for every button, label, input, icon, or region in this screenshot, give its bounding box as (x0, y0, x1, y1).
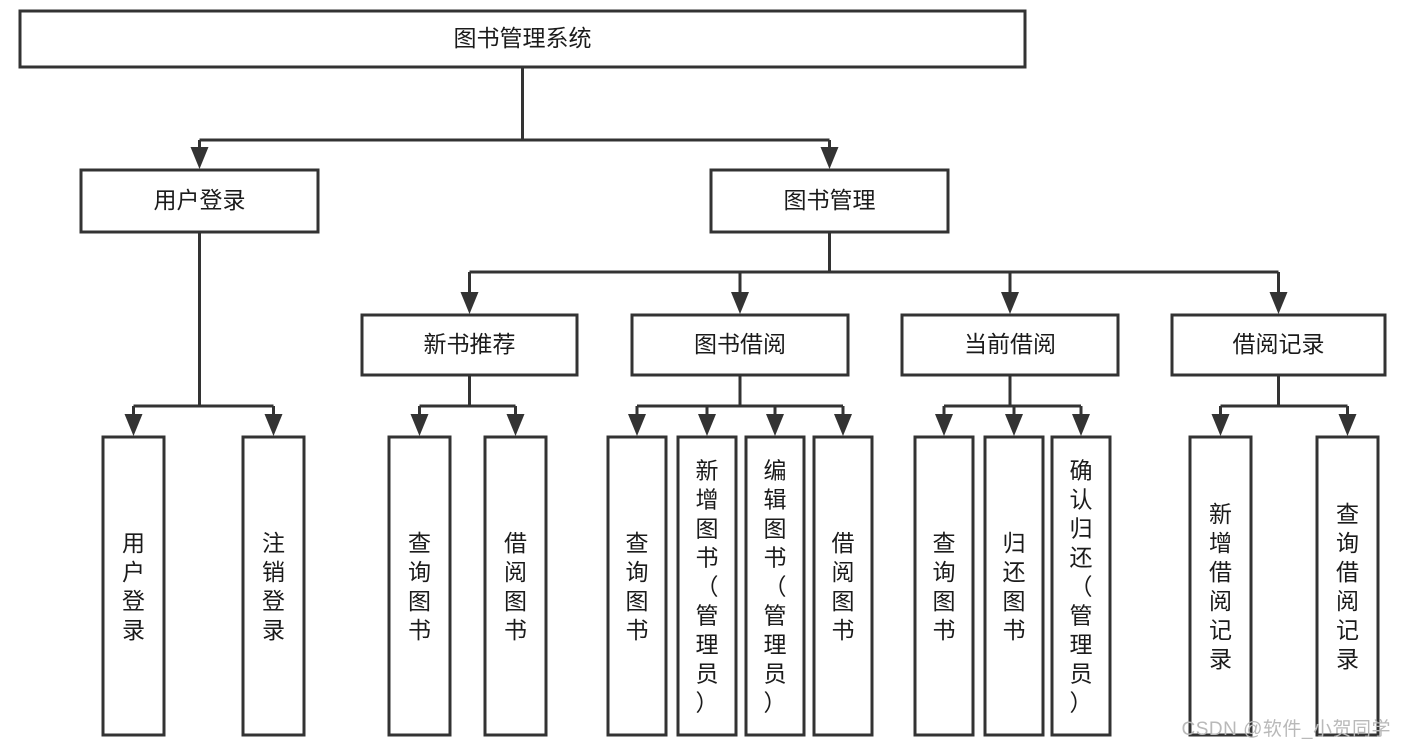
connector-lines-group (124, 67, 1357, 436)
node-rect[interactable] (79, 168, 320, 234)
node-label: 图书借阅 (694, 331, 786, 357)
node-label: 图书管理系统 (454, 25, 592, 51)
node-level3-0[interactable]: 新书推荐 (360, 313, 579, 377)
node-level3-1[interactable]: 图书借阅 (630, 313, 850, 377)
node-rect[interactable] (900, 313, 1120, 377)
node-label: 借阅图书 (832, 530, 855, 643)
node-leaf-10[interactable]: 确认归还（管理员） (1050, 435, 1112, 737)
node-label: 新增借阅记录 (1209, 501, 1232, 672)
node-label: 查询图书 (408, 530, 431, 643)
node-label: 新增图书（管理员） (696, 458, 719, 716)
node-leaf-7[interactable]: 借阅图书 (812, 435, 874, 737)
node-rect[interactable] (744, 435, 806, 737)
node-rect[interactable] (1188, 435, 1253, 737)
node-leaf-8[interactable]: 查询图书 (913, 435, 975, 737)
arrow-head-icon (935, 414, 953, 436)
node-leaf-4[interactable]: 查询图书 (606, 435, 668, 737)
node-rect[interactable] (913, 435, 975, 737)
node-rect[interactable] (241, 435, 306, 737)
node-label: 图书管理 (784, 187, 876, 213)
node-leaf-12[interactable]: 查询借阅记录 (1315, 435, 1380, 737)
arrow-head-icon (460, 292, 479, 314)
node-label: 确认归还（管理员） (1070, 458, 1093, 716)
arrow-head-icon (766, 414, 784, 436)
node-root-0[interactable]: 图书管理系统 (18, 9, 1027, 69)
arrow-head-icon (1001, 292, 1019, 314)
arrow-head-icon (1072, 414, 1090, 436)
node-leaf-1[interactable]: 注销登录 (241, 435, 306, 737)
node-rect[interactable] (812, 435, 874, 737)
node-label: 注销登录 (262, 530, 285, 643)
node-leaf-0[interactable]: 用户登录 (101, 435, 166, 737)
node-label: 用户登录 (122, 530, 145, 643)
node-rect[interactable] (18, 9, 1027, 69)
node-rect[interactable] (1050, 435, 1112, 737)
node-rect[interactable] (1315, 435, 1380, 737)
node-leaf-5[interactable]: 新增图书（管理员） (676, 435, 738, 737)
node-level2-0[interactable]: 用户登录 (79, 168, 320, 234)
arrow-head-icon (506, 414, 525, 436)
node-leaf-11[interactable]: 新增借阅记录 (1188, 435, 1253, 737)
arrow-head-icon (698, 414, 716, 436)
arrow-head-icon (834, 414, 852, 436)
node-label: 借阅记录 (1233, 331, 1325, 357)
arrow-head-icon (410, 414, 429, 436)
arrow-head-icon (628, 414, 646, 436)
node-leaf-6[interactable]: 编辑图书（管理员） (744, 435, 806, 737)
node-level2-1[interactable]: 图书管理 (709, 168, 950, 234)
arrow-head-icon (820, 147, 839, 169)
arrow-head-icon (1269, 292, 1288, 314)
node-rect[interactable] (676, 435, 738, 737)
arrow-head-icon (731, 292, 749, 314)
node-rect[interactable] (606, 435, 668, 737)
node-label: 归还图书 (1003, 530, 1026, 643)
node-label: 查询图书 (933, 530, 956, 643)
node-rect[interactable] (101, 435, 166, 737)
node-label: 编辑图书（管理员） (764, 458, 787, 716)
arrow-head-icon (124, 414, 143, 436)
node-rect[interactable] (387, 435, 452, 737)
node-rect[interactable] (1170, 313, 1387, 377)
node-boxes-group: 图书管理系统用户登录图书管理新书推荐图书借阅当前借阅借阅记录用户登录注销登录查询… (18, 9, 1387, 737)
arrow-head-icon (1211, 414, 1230, 436)
node-leaf-3[interactable]: 借阅图书 (483, 435, 548, 737)
node-rect[interactable] (360, 313, 579, 377)
node-level3-2[interactable]: 当前借阅 (900, 313, 1120, 377)
arrow-head-icon (264, 414, 283, 436)
node-rect[interactable] (483, 435, 548, 737)
node-rect[interactable] (709, 168, 950, 234)
arrow-head-icon (190, 147, 209, 169)
arrow-head-icon (1338, 414, 1357, 436)
node-level3-3[interactable]: 借阅记录 (1170, 313, 1387, 377)
node-label: 查询图书 (626, 530, 649, 643)
node-leaf-2[interactable]: 查询图书 (387, 435, 452, 737)
node-label: 当前借阅 (964, 331, 1056, 357)
node-label: 用户登录 (154, 187, 246, 213)
node-label: 查询借阅记录 (1336, 501, 1359, 672)
node-label: 新书推荐 (424, 331, 516, 357)
node-label: 借阅图书 (504, 530, 527, 643)
node-rect[interactable] (630, 313, 850, 377)
node-leaf-9[interactable]: 归还图书 (983, 435, 1045, 737)
arrow-head-icon (1005, 414, 1023, 436)
node-rect[interactable] (983, 435, 1045, 737)
